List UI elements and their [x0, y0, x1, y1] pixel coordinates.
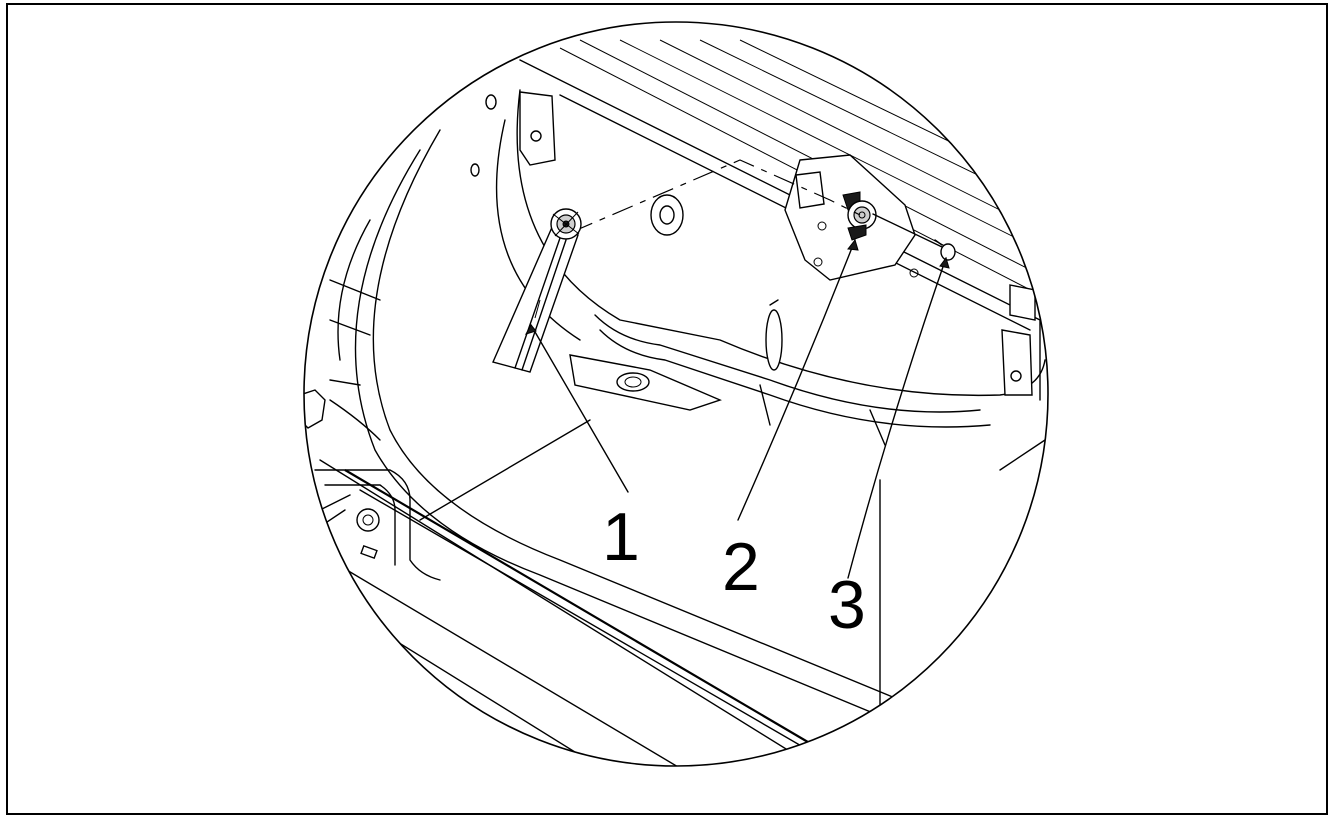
pin-part	[872, 213, 956, 261]
leader-line-1	[530, 324, 629, 493]
plate-holes	[470, 91, 1036, 396]
mounting-plate	[495, 59, 1046, 446]
mounting-tab	[569, 354, 722, 411]
callout-label-3: 3	[828, 567, 866, 643]
outer-housing	[329, 129, 901, 721]
callout-label-2: 2	[722, 529, 760, 605]
leader-lines	[524, 238, 950, 579]
hex-bolt	[304, 389, 326, 429]
adjustment-lever	[492, 208, 582, 373]
leader-line-3	[847, 257, 947, 579]
assembly-centerline	[571, 159, 861, 233]
detail-view-content	[304, 39, 1048, 766]
right-bracket-plate	[784, 154, 919, 281]
hex-nut	[356, 508, 380, 532]
lever-gear	[550, 208, 582, 240]
drive-gear	[847, 200, 877, 230]
leader-line-2	[737, 239, 856, 521]
figure-frame	[6, 3, 1328, 815]
callout-label-1: 1	[602, 499, 640, 575]
lower-left-bracket	[304, 389, 441, 581]
detail-circle	[303, 21, 1049, 767]
